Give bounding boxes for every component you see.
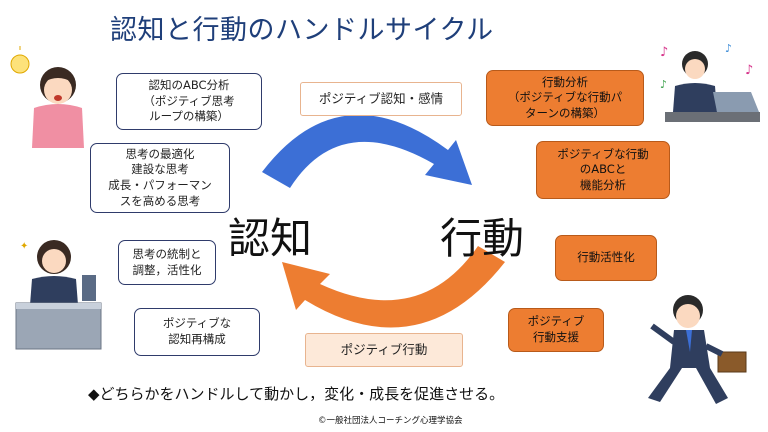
- cognitive-restructuring-box: ポジティブな 認知再構成: [134, 308, 260, 356]
- thinking-control-box: 思考の統制と 調整，活性化: [118, 240, 216, 285]
- blue-curved-arrow: [262, 114, 472, 188]
- positive-cognition-emotion-label: ポジティブ認知・感情: [300, 82, 462, 116]
- man-laptop-illustration: ♪ ♪ ♪ ♪: [660, 42, 760, 122]
- svg-text:♪: ♪: [725, 42, 732, 55]
- orange-curved-arrow: [282, 246, 505, 328]
- behavior-label: 行動: [440, 214, 525, 263]
- behavior-analysis-box: 行動分析 （ポジティブな行動パ ターンの構築）: [486, 70, 644, 126]
- woman-idea-illustration: [10, 46, 84, 148]
- running-businessman-illustration: [648, 295, 747, 404]
- positive-behavior-label: ポジティブ行動: [305, 333, 463, 367]
- svg-text:♪: ♪: [745, 63, 753, 78]
- svg-text:♪: ♪: [660, 78, 667, 91]
- page-title: 認知と行動のハンドルサイクル: [110, 15, 494, 46]
- cognition-abc-analysis-box: 認知のABC分析 （ポジティブ思考 ループの構築）: [116, 73, 262, 130]
- footer-note: ◆どちらかをハンドルして動かし，変化・成長を促進させる。: [88, 385, 505, 403]
- svg-text:✦: ✦: [20, 241, 28, 252]
- svg-text:♪: ♪: [660, 45, 668, 60]
- behavioral-activation-box: 行動活性化: [555, 235, 657, 281]
- woman-desk-illustration: ✦: [15, 240, 102, 350]
- thinking-optimization-box: 思考の最適化 建設な思考 成長・パフォーマン スを高める思考: [90, 143, 230, 213]
- positive-behavior-support-box: ポジティブ 行動支援: [508, 308, 604, 352]
- cognition-label: 認知: [228, 214, 313, 263]
- behavior-abc-function-box: ポジティブな行動 のABCと 機能分析: [536, 141, 670, 199]
- copyright: ©一般社団法人コーチング心理学協会: [318, 416, 463, 426]
